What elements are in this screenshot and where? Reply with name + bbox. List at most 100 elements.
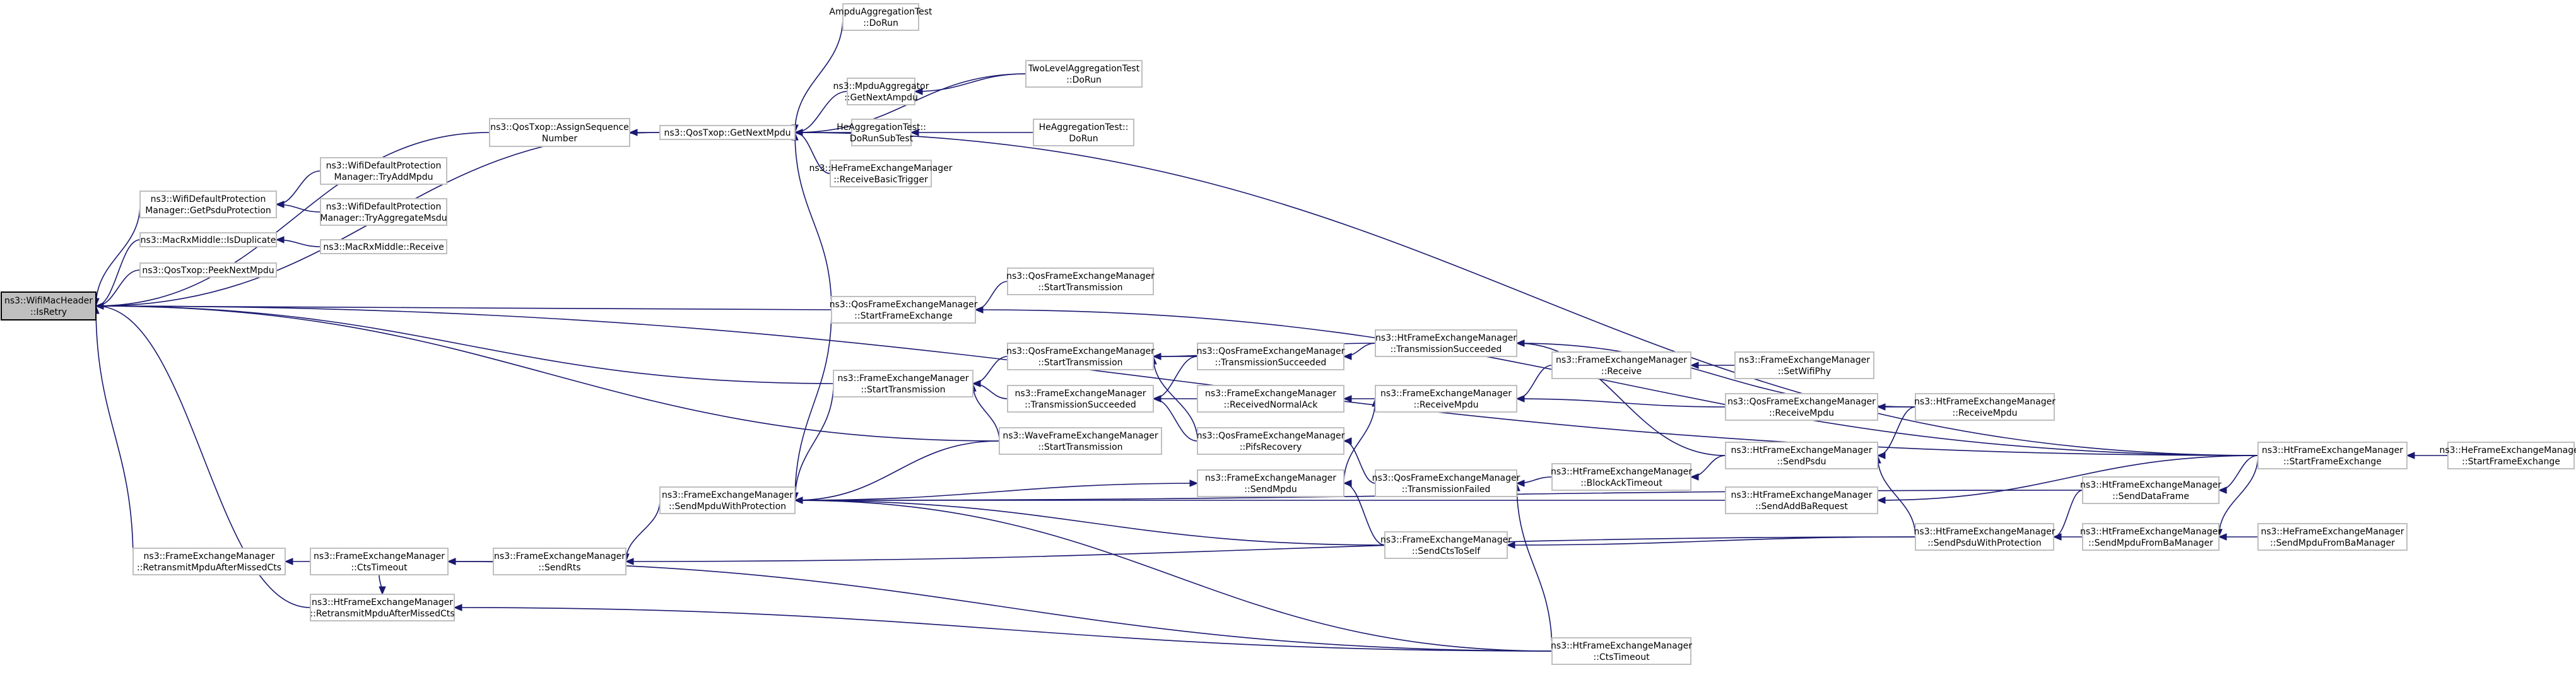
call-edge-n0-n12	[95, 239, 141, 310]
function-node[interactable]: ns3::HtFrameExchangeManager::SendPsduWit…	[1914, 523, 2056, 551]
function-node[interactable]: ns3::HtFrameExchangeManager::Transmissio…	[1375, 329, 1517, 357]
function-node[interactable]: ns3::MacRxMiddle::Receive	[320, 239, 447, 254]
function-node[interactable]: ns3::HtFrameExchangeManager::SendDataFra…	[2080, 476, 2221, 504]
node-box	[493, 548, 626, 575]
function-node[interactable]: ns3::HtFrameExchangeManager::SendMpduFro…	[2080, 523, 2221, 551]
function-node[interactable]: ns3::WifiDefaultProtectionManager::TryAg…	[320, 198, 447, 226]
function-node[interactable]: ns3::HeFrameExchangeManager::SendMpduFro…	[2257, 523, 2408, 551]
node-label: ns3::HtFrameExchangeManager	[2080, 480, 2221, 490]
call-edge-n9-n11	[275, 201, 321, 213]
node-box	[1375, 329, 1517, 357]
call-edge-line	[972, 383, 1000, 442]
node-box	[132, 548, 286, 575]
function-node[interactable]: ns3::HtFrameExchangeManager::SendAddBaRe…	[1725, 486, 1878, 514]
node-label: ::ReceivedNormalAck	[1224, 400, 1319, 410]
call-edge-n12-n13	[275, 236, 321, 247]
function-node[interactable]: ns3::QosTxop::GetNextMpdu	[659, 125, 796, 140]
call-edge-line	[95, 305, 134, 562]
arrowhead-icon	[1876, 497, 1886, 504]
function-node[interactable]: ns3::QosFrameExchangeManager::StartTrans…	[1006, 268, 1155, 295]
function-node[interactable]: ns3::QosFrameExchangeManager::ReceiveMpd…	[1725, 393, 1878, 421]
node-label: ns3::FrameExchangeManager	[494, 551, 625, 561]
call-nodes: ns3::WifiMacHeader::IsRetry ns3::QosTxop:…	[1, 3, 2576, 665]
node-label: ::StartFrameExchange	[2462, 457, 2560, 467]
call-edge-line	[794, 383, 834, 501]
focus-node[interactable]: ns3::WifiMacHeader::IsRetry	[1, 291, 97, 320]
function-node[interactable]: ns3::WaveFrameExchangeManager::StartTran…	[999, 427, 1162, 455]
call-edge-line	[1343, 398, 1376, 484]
function-node[interactable]: ns3::HtFrameExchangeManager::ReceiveMpdu	[1914, 393, 2056, 421]
function-node[interactable]: ns3::HeFrameExchangeManager::StartFrameE…	[2439, 442, 2576, 469]
function-node[interactable]: ns3::FrameExchangeManager::ReceiveMpdu	[1375, 385, 1517, 413]
node-label: ns3::FrameExchangeManager	[314, 551, 445, 561]
call-edge-line	[1516, 483, 1553, 652]
node-label: TwoLevelAggregationTest	[1028, 64, 1140, 74]
function-node[interactable]: ns3::FrameExchangeManager::Receive	[1551, 351, 1691, 379]
function-node[interactable]: ns3::MpduAggregator::GetNextAmpdu	[833, 78, 929, 105]
call-edge-line	[1343, 440, 1376, 484]
function-node[interactable]: ns3::QosFrameExchangeManager::StartFrame…	[830, 296, 978, 324]
call-edge-line	[914, 73, 1026, 92]
arrowhead-icon	[794, 129, 803, 136]
node-label: ns3::FrameExchangeManager	[838, 373, 969, 384]
function-node[interactable]: ns3::QosFrameExchangeManager::StartTrans…	[1006, 343, 1155, 370]
call-edge-n20-n21	[1343, 343, 1376, 360]
call-edge-n32-n33	[1690, 455, 1726, 481]
function-node[interactable]: ns3::FrameExchangeManager::SendMpduWithP…	[659, 486, 796, 514]
function-node[interactable]: ns3::HtFrameExchangeManager::SendPsdu	[1725, 442, 1878, 469]
function-node[interactable]: ns3::HtFrameExchangeManager::StartFrameE…	[2257, 442, 2408, 469]
function-node[interactable]: ns3::QosFrameExchangeManager::Transmissi…	[1197, 343, 1345, 370]
function-node[interactable]: ns3::HtFrameExchangeManager::RetransmitM…	[310, 594, 455, 621]
function-node[interactable]: ns3::FrameExchangeManager::SendCtsToSelf	[1380, 531, 1512, 559]
node-label: ns3::QosFrameExchangeManager	[830, 300, 978, 310]
function-node[interactable]: ns3::FrameExchangeManager::CtsTimeout	[310, 548, 449, 575]
function-node[interactable]: AmpduAggregationTest::DoRun	[829, 3, 932, 31]
node-label: Manager::TryAddMpdu	[334, 172, 433, 182]
call-edge-line	[625, 536, 1916, 562]
function-node[interactable]: ns3::FrameExchangeManager::StartTransmis…	[833, 370, 973, 397]
function-node[interactable]: ns3::FrameExchangeManager::TransmissionS…	[1007, 385, 1154, 413]
call-edge-n41-n37	[2215, 455, 2259, 538]
call-edge-n2-n3	[791, 16, 844, 134]
arrowhead-icon	[1515, 395, 1525, 403]
function-node[interactable]: HeAggregationTest::DoRun	[1033, 119, 1134, 146]
node-label: ns3::WifiDefaultProtection	[326, 202, 442, 212]
function-node[interactable]: ns3::FrameExchangeManager::ReceivedNorma…	[1197, 385, 1344, 413]
node-label: ::BlockAckTimeout	[1580, 478, 1662, 488]
node-label: ::ReceiveMpdu	[1953, 408, 2018, 418]
node-label: ::Receive	[1601, 367, 1642, 377]
function-node[interactable]: ns3::HtFrameExchangeManager::CtsTimeout	[1551, 637, 1692, 665]
call-edge-n41-n42	[2218, 533, 2258, 541]
call-edge-n31-n47	[1513, 482, 1553, 652]
call-edge-line	[95, 305, 834, 384]
node-label: ::StartTransmission	[861, 385, 945, 395]
call-edge-line	[95, 269, 141, 307]
function-node[interactable]: ns3::FrameExchangeManager::RetransmitMpd…	[132, 548, 286, 575]
node-label: ns3::FrameExchangeManager	[144, 551, 275, 561]
function-node[interactable]: HeAggregationTest::DoRunSubTest	[837, 119, 926, 146]
function-node[interactable]: ns3::QosFrameExchangeManager::PifsRecove…	[1197, 427, 1345, 455]
function-node[interactable]: ns3::WifiDefaultProtectionManager::GetPs…	[139, 191, 277, 218]
node-label: ns3::HtFrameExchangeManager	[1914, 397, 2056, 407]
function-node[interactable]: ns3::QosTxop::PeekNextMpdu	[139, 262, 277, 278]
function-node[interactable]: ns3::FrameExchangeManager::SendMpdu	[1197, 469, 1344, 497]
function-node[interactable]: ns3::HtFrameExchangeManager::BlockAckTim…	[1551, 463, 1692, 491]
function-node[interactable]: ns3::FrameExchangeManager::SetWifiPhy	[1734, 351, 1874, 379]
node-label: ns3::QosFrameExchangeManager	[1727, 397, 1876, 407]
call-edge-n45-n40	[625, 536, 1916, 565]
function-node[interactable]: ns3::WifiDefaultProtectionManager::TryAd…	[320, 157, 447, 185]
node-label: ns3::HtFrameExchangeManager	[1914, 527, 2056, 537]
call-edge-n5-n4	[914, 73, 1026, 95]
node-label: ns3::WifiDefaultProtection	[151, 194, 266, 204]
call-edge-n36-n37	[2218, 455, 2259, 494]
function-node[interactable]: ns3::FrameExchangeManager::SendRts	[493, 548, 626, 575]
function-node[interactable]: TwoLevelAggregationTest::DoRun	[1025, 60, 1143, 88]
function-node[interactable]: ns3::MacRxMiddle::IsDuplicate	[139, 232, 277, 247]
function-node[interactable]: ns3::QosFrameExchangeManager::Transmissi…	[1372, 469, 1520, 497]
node-label: Manager::GetPsduProtection	[145, 206, 271, 216]
arrowhead-icon	[1690, 473, 1699, 481]
node-box	[1007, 268, 1154, 295]
arrowhead-icon	[1189, 479, 1199, 487]
function-node[interactable]: ns3::HeFrameExchangeManager::ReceiveBasi…	[809, 160, 953, 187]
